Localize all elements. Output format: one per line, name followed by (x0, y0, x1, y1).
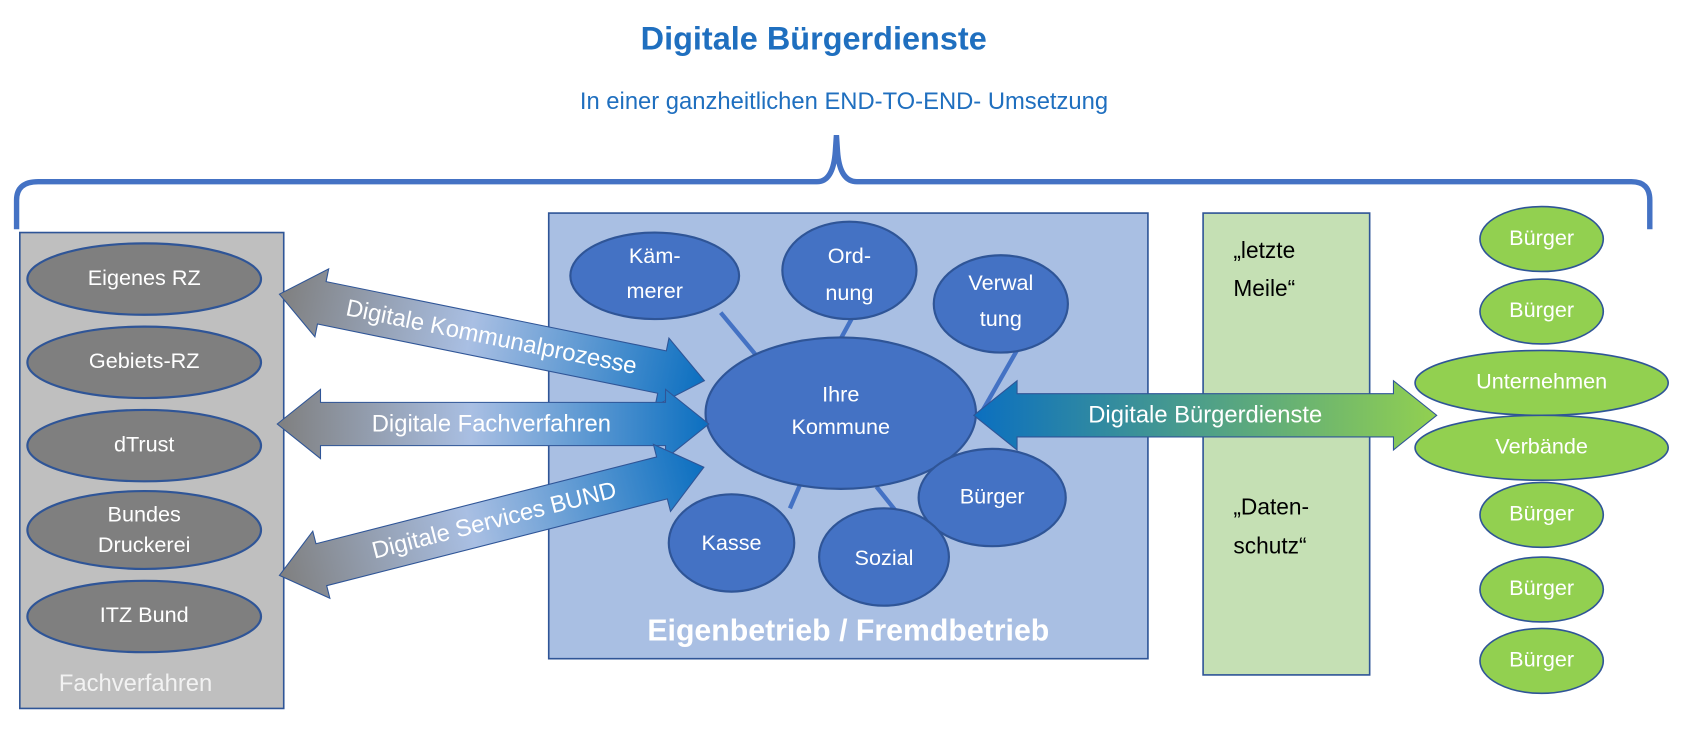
node-buerger-4: Bürger (1479, 556, 1605, 623)
svg-text:Bürger: Bürger (1509, 575, 1574, 600)
betrieb-label: Eigenbetrieb / Fremdbetrieb (647, 615, 1049, 648)
svg-text:Bürger: Bürger (960, 483, 1025, 508)
svg-text:Meile“: Meile“ (1233, 275, 1295, 301)
svg-text:Digitale Fachverfahren: Digitale Fachverfahren (372, 410, 611, 437)
svg-text:schutz“: schutz“ (1233, 532, 1306, 558)
node-itz-bund: ITZ Bund (26, 579, 263, 654)
arrow-digitale-buergerdienste: Digitale Bürgerdienste (972, 379, 1438, 452)
svg-text:Druckerei: Druckerei (98, 532, 191, 557)
node-verwaltung: Verwal tung (932, 254, 1069, 354)
node-buerger-1: Bürger (1479, 205, 1605, 273)
svg-text:Verbände: Verbände (1495, 434, 1588, 459)
svg-text:Bürger: Bürger (1509, 297, 1574, 322)
svg-text:Ord-: Ord- (828, 243, 871, 268)
page-subtitle: In einer ganzheitlichen END-TO-END- Umse… (580, 88, 1108, 115)
svg-text:„Daten-: „Daten- (1233, 493, 1309, 519)
node-unternehmen: Unternehmen (1414, 349, 1669, 417)
svg-text:Ihre: Ihre (822, 382, 859, 407)
node-dtrust: dTrust (26, 408, 263, 483)
node-buerger-3: Bürger (1479, 481, 1605, 549)
fachverfahren-panel: Fachverfahren Eigenes RZ Gebiets-RZ dTru… (19, 231, 285, 710)
svg-text:Digitale Bürgerdienste: Digitale Bürgerdienste (1088, 402, 1322, 429)
svg-text:Kasse: Kasse (701, 530, 761, 555)
node-ordnung: Ord-nung (781, 220, 918, 321)
svg-text:Bürger: Bürger (1509, 501, 1574, 526)
node-kaemmerer: Käm-merer (569, 231, 741, 321)
svg-text:Kommune: Kommune (791, 414, 890, 439)
svg-text:Sozial: Sozial (855, 545, 914, 570)
node-eigenes-rz: Eigenes RZ (26, 242, 263, 316)
empfaenger-list: Bürger Bürger Unternehmen Verbände Bürge… (1414, 205, 1669, 695)
svg-text:Bürger: Bürger (1509, 647, 1574, 672)
svg-text:Gebiets-RZ: Gebiets-RZ (89, 348, 200, 373)
fachverfahren-label: Fachverfahren (59, 670, 212, 697)
svg-text:nung: nung (825, 280, 873, 305)
node-buerger-intern: Bürger (917, 447, 1067, 548)
svg-text:Unternehmen: Unternehmen (1476, 369, 1607, 394)
arrow-digitale-fachverfahren: Digitale Fachverfahren (276, 388, 710, 460)
curly-bracket (13, 135, 1653, 230)
letzte-meile-panel: „letzte Meile“ „Daten- schutz“ (1202, 212, 1371, 676)
svg-text:Verwal: Verwal (968, 270, 1033, 295)
svg-text:Bürger: Bürger (1509, 225, 1574, 250)
node-sozial: Sozial (818, 507, 950, 607)
svg-text:Eigenes RZ: Eigenes RZ (88, 265, 201, 290)
node-buerger-2: Bürger (1479, 278, 1605, 345)
svg-text:Käm-: Käm- (629, 243, 681, 268)
node-buerger-5: Bürger (1479, 627, 1605, 695)
node-kasse: Kasse (667, 493, 796, 593)
svg-text:tung: tung (980, 306, 1022, 331)
svg-text:Bundes: Bundes (108, 502, 182, 527)
svg-text:„letzte: „letzte (1233, 237, 1295, 263)
node-verbaende: Verbände (1414, 414, 1669, 482)
node-gebiets-rz: Gebiets-RZ (26, 325, 263, 400)
svg-text:ITZ Bund: ITZ Bund (100, 602, 189, 627)
svg-text:merer: merer (626, 278, 682, 303)
page-title: Digitale Bürgerdienste (641, 21, 987, 57)
svg-text:dTrust: dTrust (114, 431, 174, 456)
